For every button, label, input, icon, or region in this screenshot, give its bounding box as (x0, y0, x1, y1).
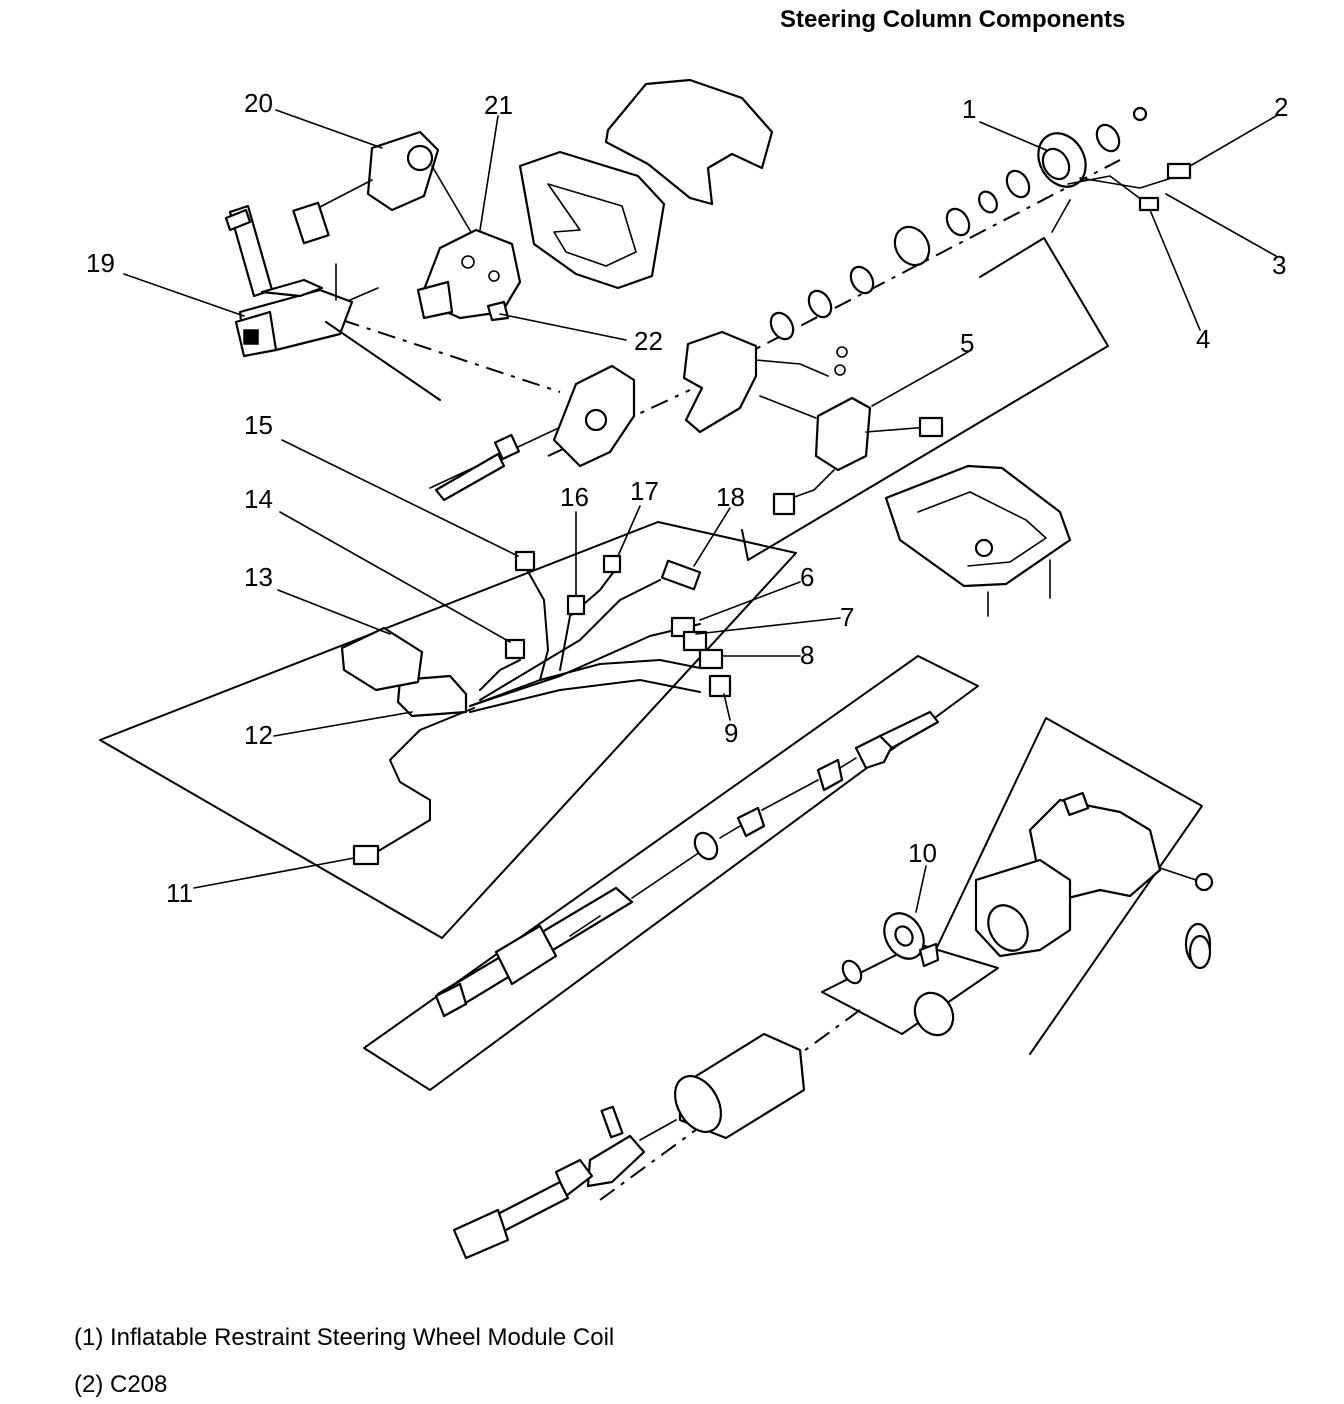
harness-connector-14 (504, 638, 526, 660)
harness-connector-8 (698, 648, 724, 670)
callout-20: 20 (244, 88, 273, 118)
harness-connector-15 (514, 550, 536, 572)
callout-2: 2 (1274, 92, 1288, 122)
callout-7: 7 (840, 602, 854, 632)
steering-column-exploded-view: 1 2 3 4 5 6 7 8 9 10 11 12 13 14 15 16 1… (86, 78, 1288, 1260)
wiring-harness (340, 550, 732, 866)
callout-8: 8 (800, 640, 814, 670)
intermediate-shaft (434, 710, 940, 1018)
housing-plane (929, 717, 1203, 1055)
key-alarm-switch (772, 396, 944, 516)
harness-plane (99, 521, 797, 939)
callout-4: 4 (1196, 324, 1210, 354)
harness-connector-17 (602, 554, 622, 574)
bearing (841, 912, 955, 1037)
steering-column-housing (974, 791, 1214, 970)
callout-13: 13 (244, 562, 273, 592)
callout-6: 6 (800, 562, 814, 592)
callout-11: 11 (166, 878, 193, 908)
shaft-plane (363, 655, 979, 1091)
callout-18: 18 (716, 482, 745, 512)
legend-item-2: (2) C208 (74, 1371, 168, 1398)
callout-21: 21 (484, 90, 513, 120)
callout-10: 10 (908, 838, 937, 868)
upper-trim-shroud (518, 150, 666, 290)
callout-14: 14 (244, 484, 273, 514)
lower-trim-shroud (884, 464, 1072, 617)
callout-17: 17 (630, 476, 659, 506)
upper-plane (741, 237, 1109, 561)
switch-bracket (682, 330, 848, 434)
diagram-title: Steering Column Components (780, 6, 1126, 33)
callout-1: 1 (962, 94, 976, 124)
callout-15: 15 (244, 410, 273, 440)
harness-connector-16 (566, 594, 586, 616)
callout-3: 3 (1272, 250, 1286, 280)
lock-housing (434, 364, 636, 502)
harness-connector-13 (340, 626, 424, 692)
harness-connector-18 (660, 559, 702, 591)
callout-9: 9 (724, 718, 738, 748)
callout-labels: 1 2 3 4 5 6 7 8 9 10 11 12 13 14 15 16 1… (86, 88, 1288, 908)
callout-12: 12 (244, 720, 273, 750)
wiper-switch (292, 130, 473, 245)
ignition-switch (416, 228, 522, 322)
callout-5: 5 (960, 328, 974, 358)
harness-connector-12 (396, 674, 468, 718)
harness-connector-7 (682, 630, 708, 652)
multifunction-switch (224, 204, 441, 401)
upper-shroud-cover (604, 78, 774, 206)
harness-connector-9 (708, 674, 732, 698)
harness-connector-11 (352, 844, 380, 866)
shaft-stack-rings (769, 169, 1031, 341)
callout-19: 19 (86, 248, 115, 278)
leader-lines (123, 109, 1277, 913)
bearing-plane (821, 943, 999, 1035)
callout-16: 16 (560, 482, 589, 512)
steering-wheel-module-coil (1037, 106, 1192, 233)
legend-item-1: (1) Inflatable Restraint Steering Wheel … (74, 1324, 615, 1351)
callout-22: 22 (634, 326, 663, 356)
lower-shaft-assembly (452, 1032, 806, 1260)
